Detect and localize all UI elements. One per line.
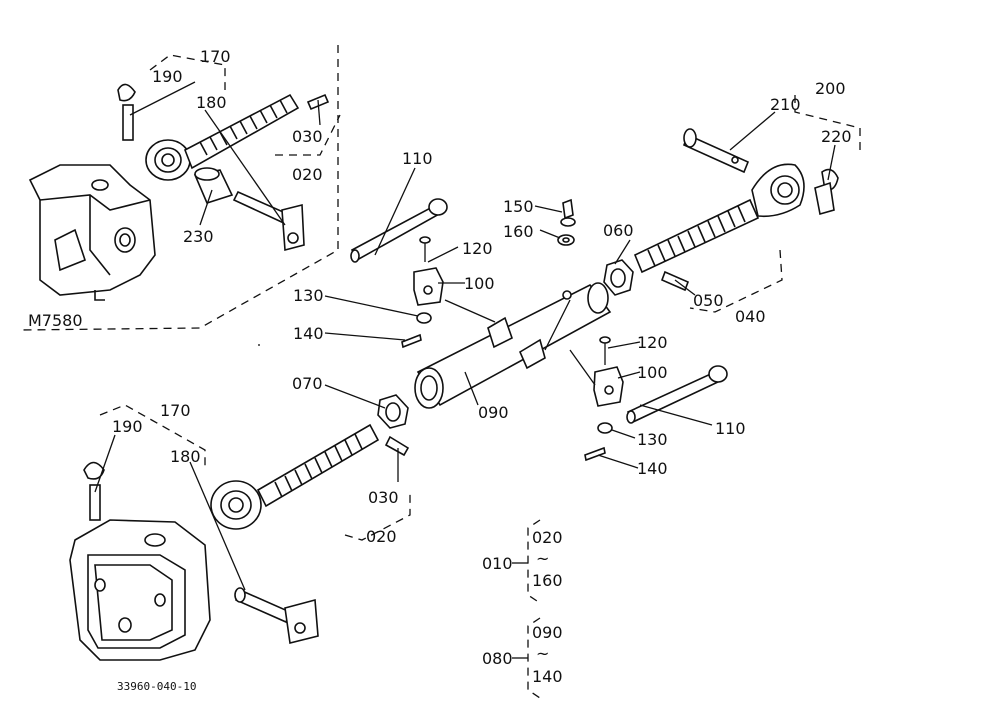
label-190-top: 190 — [152, 67, 183, 86]
turnbuckle-body — [414, 282, 612, 409]
upper-clevis-100 — [401, 236, 444, 349]
label-140-bottom: 140 — [637, 459, 668, 478]
nut-060 — [603, 259, 634, 296]
assembly-080-mark: ~ — [536, 644, 549, 663]
label-140-top: 140 — [293, 324, 324, 343]
label-030-bottom: 030 — [368, 488, 399, 507]
pin-110-upper — [350, 198, 448, 263]
label-110-bottom: 110 — [715, 419, 746, 438]
model-note: M7580 — [28, 311, 83, 330]
label-050: 050 — [693, 291, 724, 310]
label-160: 160 — [503, 222, 534, 241]
label-180-bottom: 180 — [170, 447, 201, 466]
label-020-bottom: 020 — [366, 527, 397, 546]
assembly-010-mark: ~ — [536, 549, 549, 568]
label-130-top: 130 — [293, 286, 324, 305]
assembly-010-start: 020 — [532, 528, 563, 547]
group-040 — [689, 249, 783, 313]
nut-070 — [377, 394, 409, 429]
assembly-080-parent: 080 — [482, 649, 513, 668]
assembly-bracket-010 — [512, 519, 541, 604]
assembly-bracket-080 — [512, 617, 541, 699]
label-200: 200 — [815, 79, 846, 98]
grease-fitting-150 — [557, 198, 576, 246]
label-120-bottom: 120 — [637, 333, 668, 352]
label-150: 150 — [503, 197, 534, 216]
pin-110-lower — [626, 365, 728, 424]
group-170-bottom — [99, 404, 206, 470]
label-170-bottom: 170 — [160, 401, 191, 420]
label-020-top: 020 — [292, 165, 323, 184]
leader-lines — [94, 81, 836, 591]
label-090: 090 — [478, 403, 509, 422]
label-120-top: 120 — [462, 239, 493, 258]
assembly-010-parent: 010 — [482, 554, 513, 573]
upper-left-end — [117, 83, 330, 252]
assembly-080-start: 090 — [532, 623, 563, 642]
m7580-boundary — [19, 45, 339, 331]
lower-left-end — [83, 423, 410, 644]
label-190-bottom: 190 — [112, 417, 143, 436]
upper-bracket — [28, 164, 156, 301]
label-130-bottom: 130 — [637, 430, 668, 449]
lower-clevis-100 — [584, 336, 624, 462]
label-230: 230 — [183, 227, 214, 246]
label-100-bottom: 100 — [637, 363, 668, 382]
label-060: 060 — [603, 221, 634, 240]
label-030-top: 030 — [292, 127, 323, 146]
label-180-top: 180 — [196, 93, 227, 112]
right-end — [633, 128, 839, 292]
label-040: 040 — [735, 307, 766, 326]
assembly-010-end: 160 — [532, 571, 563, 590]
label-070: 070 — [292, 374, 323, 393]
group-020-top — [275, 114, 341, 156]
label-210: 210 — [770, 95, 801, 114]
label-170-top: 170 — [200, 47, 231, 66]
group-020-bottom — [344, 490, 411, 541]
label-110-top: 110 — [402, 149, 433, 168]
label-100-top: 100 — [464, 274, 495, 293]
label-220: 220 — [821, 127, 852, 146]
assembly-080-end: 140 — [532, 667, 563, 686]
lower-bracket — [69, 519, 211, 661]
drawing-number: 33960-040-10 — [117, 680, 196, 693]
